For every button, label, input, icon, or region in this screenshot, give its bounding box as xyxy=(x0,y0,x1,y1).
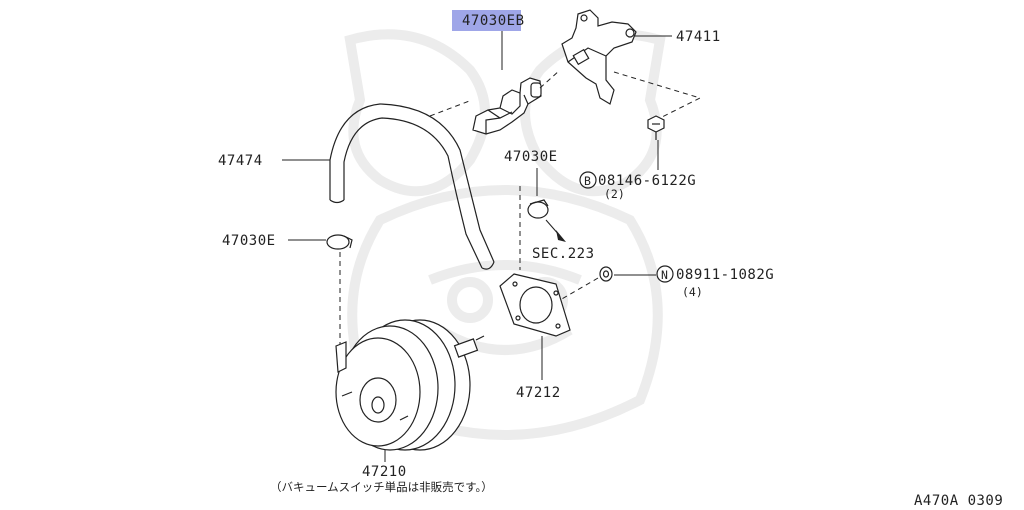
part-label-47030eb[interactable]: 47030EB xyxy=(462,13,525,29)
vacuum-switch-note: （バキュームスイッチ単品は非販売です。） xyxy=(270,480,493,494)
part-label-47411[interactable]: 47411 xyxy=(676,29,721,45)
bolt-quantity: (2) xyxy=(604,187,625,201)
part-label-nut[interactable]: 08911-1082G xyxy=(676,267,774,283)
bolt-symbol-icon xyxy=(579,171,597,189)
nut-quantity: (4) xyxy=(682,285,703,299)
part-label-bolt[interactable]: 08146-6122G xyxy=(598,173,696,189)
part-label-47030e-top[interactable]: 47030E xyxy=(504,149,558,165)
nut-symbol-letter: N xyxy=(661,268,668,282)
hose-clamp-left-part xyxy=(326,234,353,250)
part-label-47030e-left[interactable]: 47030E xyxy=(222,233,276,249)
part-label-47212[interactable]: 47212 xyxy=(516,385,561,401)
vacuum-switch-part xyxy=(472,77,542,135)
part-label-47474[interactable]: 47474 xyxy=(218,153,263,169)
brake-booster-part xyxy=(335,319,485,451)
nut-part xyxy=(599,266,613,282)
bolt-part xyxy=(647,115,665,140)
bracket-part xyxy=(561,9,637,105)
gasket-part xyxy=(499,273,571,337)
nut-symbol-icon xyxy=(656,265,674,283)
bolt-symbol-letter: B xyxy=(584,174,591,188)
part-label-47210[interactable]: 47210 xyxy=(362,464,407,480)
part-highlight xyxy=(452,10,521,31)
section-reference[interactable]: SEC.223 xyxy=(532,246,595,262)
hose-clamp-top-part xyxy=(527,199,549,219)
vacuum-hose-part xyxy=(329,103,495,270)
diagram-id: A470A 0309 xyxy=(914,493,1003,509)
